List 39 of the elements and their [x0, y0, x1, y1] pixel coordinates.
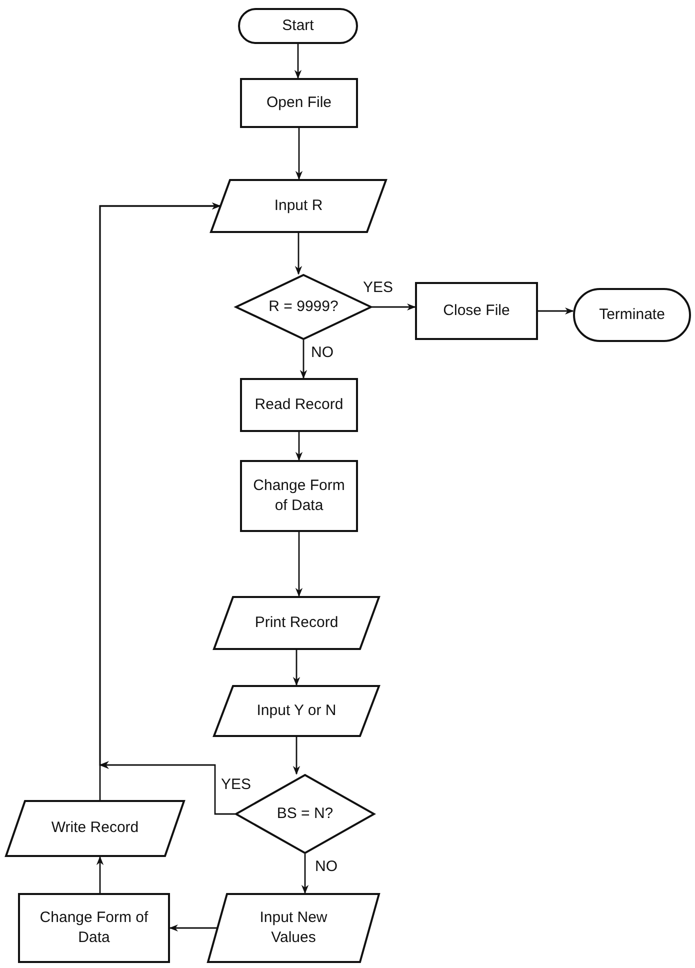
arrow [300, 340, 308, 379]
process-box [240, 460, 358, 532]
process-box [240, 378, 358, 432]
node-label: Open File [266, 92, 332, 113]
node-label: BS = N? [276, 804, 334, 824]
process-box [18, 893, 170, 963]
node-label: Input New Values [258, 908, 328, 948]
node-label: Change Form of Data [252, 476, 346, 516]
arrow [538, 307, 574, 315]
input-output-parallelogram [5, 800, 185, 857]
terminal-shape [238, 8, 358, 44]
node-label: Write Record [51, 818, 139, 838]
node-label: Input Y or N [256, 700, 336, 721]
input-output-parallelogram [210, 179, 387, 233]
process-box [240, 78, 358, 128]
input-output-parallelogram [213, 596, 380, 650]
node-label: Input R [274, 196, 323, 216]
node-label: Start [282, 16, 314, 36]
arrow [294, 233, 302, 275]
arrow [295, 532, 303, 597]
arrow [295, 128, 303, 180]
input-output-parallelogram [207, 893, 380, 963]
input-output-parallelogram [213, 685, 380, 737]
arrow [96, 856, 104, 893]
arrow [292, 737, 300, 775]
process-box [415, 282, 538, 340]
node-label: Terminate [599, 304, 665, 325]
arrow [301, 854, 309, 894]
node-label: R = 9999? [268, 296, 338, 317]
arrow [294, 44, 302, 79]
node-label: Close File [443, 300, 510, 321]
arrow [169, 924, 217, 932]
node-label: Print Record [254, 612, 338, 633]
arrow [292, 650, 300, 686]
terminal-shape [573, 288, 691, 342]
arrow [372, 303, 416, 311]
arrow [295, 432, 303, 461]
node-label: Read Record [254, 394, 344, 415]
node-label: Change Form of Data [38, 908, 150, 948]
